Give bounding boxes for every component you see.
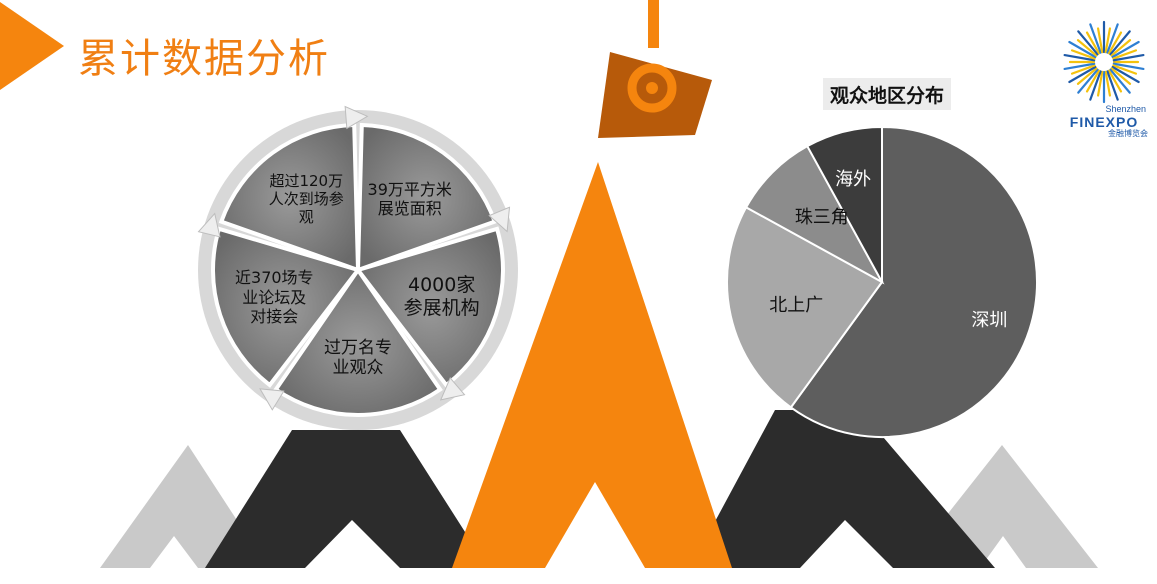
cycle-segment [354, 226, 505, 388]
logo-ray [1089, 70, 1102, 101]
logo-ray [1112, 64, 1138, 75]
logo-ray [1076, 67, 1098, 85]
cycle-arrow [197, 212, 221, 238]
title-arrow-shape [0, 2, 64, 90]
pie-slice [744, 144, 885, 285]
pie-slice-label: 深圳 [971, 309, 1008, 331]
logo-ray [1110, 39, 1132, 57]
logo-ray [1063, 62, 1096, 71]
logo-ray [1112, 53, 1145, 62]
pie-slice-label: 珠三角 [794, 206, 849, 228]
logo-ray [1089, 23, 1102, 54]
cycle-segment-label: 过万名专 业观众 [324, 337, 392, 378]
logo-ray [1107, 69, 1123, 93]
cycle-segment-label: 39万平方米 展览面积 [367, 179, 452, 218]
finexpo-logo: Shenzhen FINEXPO 金融博览会 [1056, 22, 1152, 138]
cycle-arrow [439, 377, 466, 401]
mountain-left-dark [205, 430, 488, 568]
logo-ray [1104, 70, 1112, 97]
logo-ray [1068, 65, 1097, 84]
logo-ray [1070, 49, 1096, 60]
flag-pole [648, 0, 659, 48]
cycle-segment-label: 近370场专 业论坛及 对接会 [235, 268, 314, 326]
logo-ray [1104, 27, 1112, 54]
logo-ray [1077, 30, 1099, 56]
logo-ray [1096, 27, 1104, 54]
cycle-segment [218, 122, 361, 273]
logo-ray [1112, 62, 1145, 71]
logo-ray [1111, 65, 1140, 84]
logo-chinese: 金融博览会 [1108, 129, 1148, 138]
page-title: 累计数据分析 [78, 36, 330, 82]
logo-ray [1077, 68, 1099, 94]
cycle-segment-label: 超过120万 人次到场参 观 [268, 171, 344, 226]
pie-chart [726, 125, 1038, 438]
cycle-segment [273, 266, 443, 417]
cycle-segment [355, 122, 498, 273]
logo-ray [1106, 23, 1119, 54]
logo-subtext: Shenzhen [1105, 104, 1146, 114]
logo-sunburst [1063, 20, 1145, 104]
pie-chart-title: 观众地区分布 [823, 78, 951, 110]
mountain-right-dark [690, 410, 995, 568]
pie-slice-label: 海外 [835, 169, 872, 191]
cycle-arrow [488, 206, 511, 233]
logo-ray [1107, 31, 1123, 55]
logo-ray [1070, 64, 1096, 75]
cycle-diagram [197, 105, 518, 430]
logo-ray [1112, 49, 1138, 60]
logo-ray [1085, 69, 1101, 93]
pie-slice [805, 125, 883, 283]
cycle-arrow [344, 105, 369, 130]
cycle-segment [211, 226, 362, 388]
logo-ray [1109, 30, 1131, 56]
logo-ray [1096, 70, 1104, 97]
logo-ray [1109, 68, 1131, 94]
logo-ray [1106, 70, 1119, 101]
pie-slice-label: 北上广 [769, 294, 824, 316]
pie-slice [789, 125, 1038, 438]
logo-ray [1063, 53, 1096, 62]
flag [598, 52, 712, 138]
logo-ray [1068, 40, 1097, 59]
cycle-arrow [259, 388, 285, 411]
logo-wordmark: FINEXPO [1069, 114, 1139, 130]
logo-ray [1085, 31, 1101, 55]
cycle-segment-label: 4000家 参展机构 [403, 274, 480, 320]
logo-ray [1076, 39, 1098, 57]
logo-ray [1110, 67, 1132, 85]
pie-slice [726, 205, 884, 409]
mountain-center-orange [452, 162, 732, 568]
logo-ray [1111, 40, 1140, 59]
